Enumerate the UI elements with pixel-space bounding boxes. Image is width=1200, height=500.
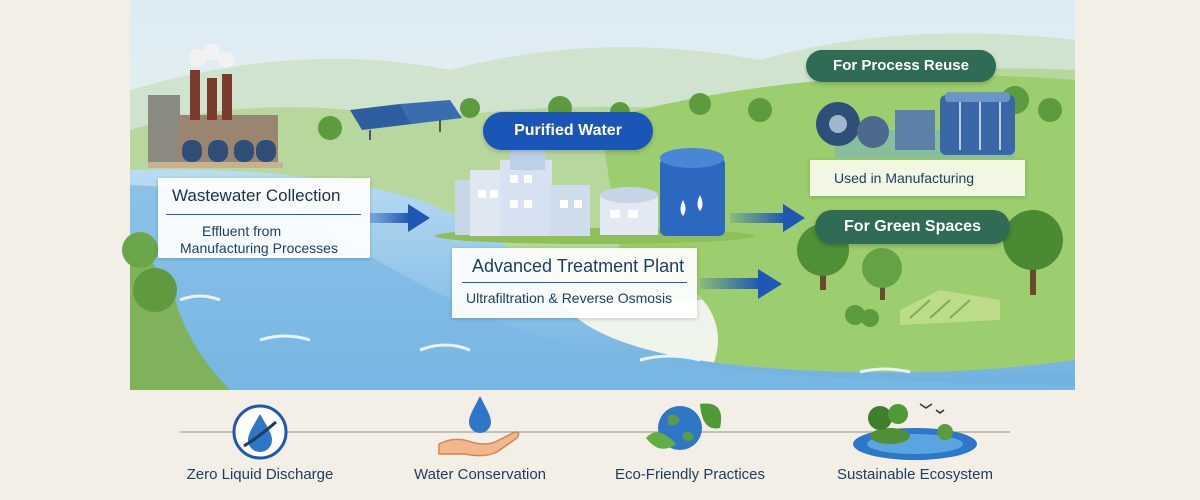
feature-eco-friendly-practices: Eco-Friendly Practices xyxy=(614,466,766,483)
treatment-plant-title: Advanced Treatment Plant xyxy=(472,256,685,276)
water-drop-emblem-icon xyxy=(232,404,288,460)
hand-with-drop-icon xyxy=(438,396,520,457)
treatment-underline xyxy=(462,282,687,283)
feature-water-conservation: Water Conservation xyxy=(414,466,546,483)
water-ripples xyxy=(179,294,911,374)
feature-sustainable-ecosystem: Sustainable Ecosystem xyxy=(837,466,993,483)
treatment-plant-subtitle: Ultrafiltration & Reverse Osmosis xyxy=(466,290,673,306)
island-pond-icon xyxy=(853,403,977,460)
wastewater-collection-card: Wastewater Collection Effluent from Manu… xyxy=(158,178,370,258)
used-in-manufacturing-text: Used in Manufacturing xyxy=(834,170,975,186)
solar-panels xyxy=(350,100,462,140)
globe-with-leaves-icon xyxy=(646,403,722,450)
factory-illustration xyxy=(148,44,283,168)
treatment-plant-illustration xyxy=(435,148,755,244)
process-reuse-label: For Process Reuse xyxy=(806,50,996,82)
collection-underline xyxy=(166,214,361,215)
green-spaces-label: For Green Spaces xyxy=(815,210,1010,244)
river-current xyxy=(130,185,1075,390)
bush xyxy=(122,232,158,268)
bush xyxy=(133,268,177,312)
treatment-plant-card: Advanced Treatment Plant Ultrafiltration… xyxy=(452,248,697,318)
used-in-manufacturing-card: Used in Manufacturing xyxy=(810,160,1025,196)
wastewater-collection-title: Wastewater Collection xyxy=(172,186,341,205)
process-reuse-machinery xyxy=(816,92,1015,158)
flow-arrows xyxy=(360,204,805,299)
collection-subtitle-line1: Effluent from xyxy=(202,223,282,239)
purified-water-label: Purified Water xyxy=(483,112,653,150)
feature-zero-liquid-discharge: Zero Liquid Discharge xyxy=(186,466,334,483)
collection-subtitle-line2: Manufacturing Processes xyxy=(180,240,338,256)
